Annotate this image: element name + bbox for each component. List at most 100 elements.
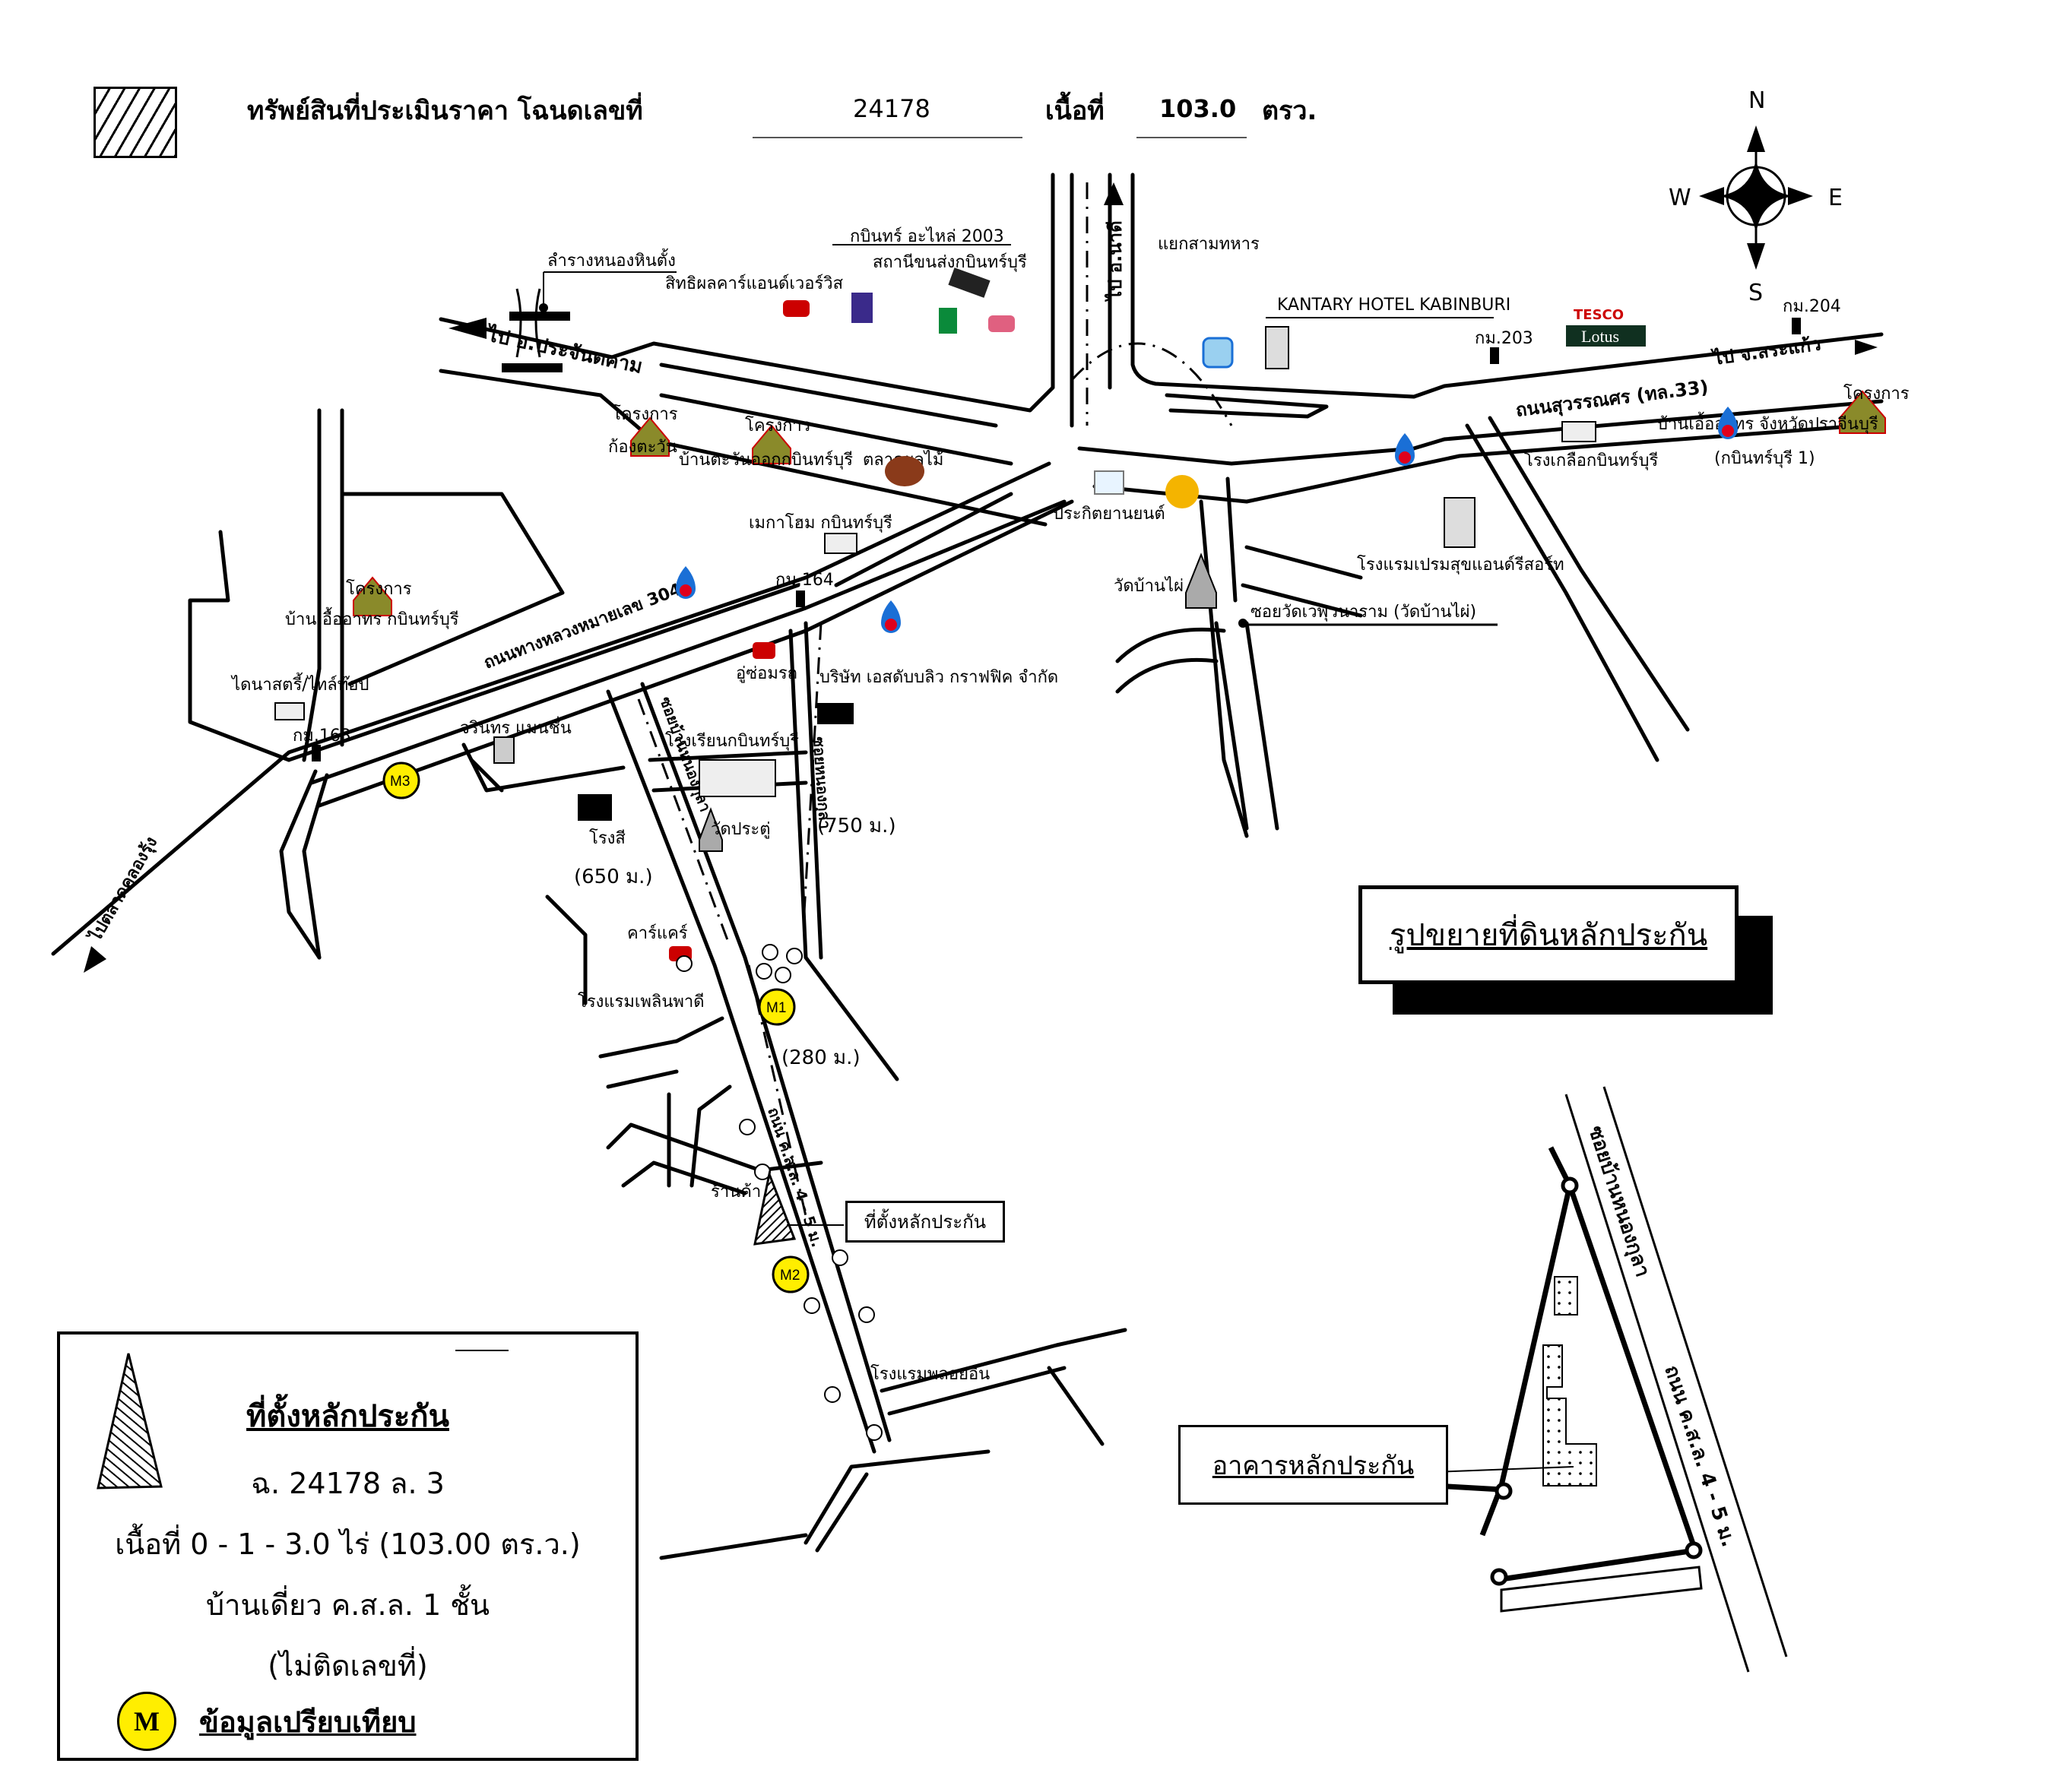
km-post-204: กม.204 — [1783, 297, 1841, 316]
compass-s-label: S — [1748, 280, 1763, 306]
km-post-203: กม.203 — [1475, 329, 1533, 348]
hatch-legend-icon — [94, 87, 177, 158]
km-post-163: กม.163 — [293, 727, 351, 746]
distance-280: (280 ม.) — [781, 1046, 861, 1069]
place-megahome: เมกาโฮม กบินทร์บุรี — [749, 513, 892, 533]
zoomed-plot-diagram: ซอยบ้านหนองกุลา ถนน ค.ส.ล. 4 - 5 ม. — [1432, 1086, 1788, 1673]
project-west-label-2: บ้านเอื้ออาทร กบินทร์บุรี — [285, 607, 459, 629]
project-ban-tawan-label-1: โครงการ — [745, 416, 811, 435]
svg-text:M1: M1 — [766, 1000, 786, 1016]
place-garage: อู่ซ่อมรถ — [736, 664, 797, 683]
place-yaek-sam-thahan: แยกสามทหาร — [1158, 235, 1260, 254]
hotel-building-icon — [1444, 497, 1476, 548]
area-underline — [1136, 137, 1247, 138]
road-network — [51, 173, 1884, 1560]
building-callout: อาคารหลักประกัน — [1178, 1425, 1448, 1505]
compass-n-label: N — [1748, 87, 1765, 114]
place-paint-factory: โรงสี — [589, 828, 626, 848]
place-sw-graphic: บริษัท เอสดับบลิว กราฟฟิค จำกัด — [819, 668, 1058, 687]
bridge-icon — [502, 288, 570, 372]
svg-text:M2: M2 — [780, 1268, 800, 1284]
legend-comparison-label: ข้อมูลเปรียบเทียบ — [199, 1705, 417, 1739]
marker-m3: M3 — [382, 761, 420, 799]
arrow-southwest-icon — [84, 946, 106, 973]
place-ice-factory: โรงเกลือกบินทร์บุรี — [1524, 451, 1659, 470]
compass: N S W E — [1669, 87, 1843, 306]
east-arrow-icon — [1788, 187, 1813, 205]
road-label-khlong-rung: ไปตลาดคลองรุ้ง — [84, 833, 162, 946]
project-west-label-1: โครงการ — [346, 579, 412, 599]
project-kong-tawan-label-1: โครงการ — [612, 404, 678, 424]
place-school: โรงเรียนกบินทร์บุรี — [665, 731, 799, 751]
deed-number: 24178 — [853, 94, 930, 123]
route-lines — [637, 182, 1233, 1217]
marker-m2: M2 — [772, 1255, 810, 1293]
tesco-logo: TESCO — [1574, 307, 1624, 323]
km-post-icon — [796, 590, 805, 607]
place-kantary: KANTARY HOTEL KABINBURI — [1277, 296, 1510, 315]
car-repair-icon — [753, 642, 775, 659]
arrow-east-icon — [1855, 340, 1878, 355]
project-kong-tawan-label-2: ก้องตะวัน — [608, 438, 677, 457]
project-east-label-2: บ้านเอื้ออาทร จังหวัดปราจีนบุรี — [1657, 412, 1878, 434]
store-icon — [824, 533, 857, 554]
housing-project-icon — [752, 424, 791, 464]
arrow-west-icon — [449, 318, 487, 339]
bank-krungsri-icon — [1165, 475, 1199, 508]
bank-icon — [1202, 337, 1234, 369]
building-footprint — [1542, 1344, 1597, 1486]
housing-project-icon — [1839, 390, 1886, 434]
legend-address: (ไม่ติดเลขที่) — [268, 1649, 428, 1683]
project-ban-tawan-label-2: บ้านตะวันออกกบินทร์บุรี — [679, 451, 853, 470]
temple-icon — [699, 807, 723, 852]
place-prakit-motor: ประกิตยานยนต์ — [1053, 505, 1165, 524]
south-arrow-icon — [1747, 243, 1765, 270]
deed-underline — [753, 137, 1022, 138]
zoom-diagram-title: รูปขยายที่ดินหลักประกัน — [1358, 885, 1739, 984]
west-arrow-icon — [1699, 187, 1724, 205]
header-title: ทรัพย์สินที่ประเมินราคา โฉนดเลขที่ — [247, 96, 643, 126]
place-bus-station: สถานีขนส่งกบินทร์บุรี — [873, 253, 1027, 272]
gas-station-icon — [676, 566, 696, 599]
area-value: 103.0 — [1159, 94, 1237, 123]
svg-text:M3: M3 — [390, 774, 410, 790]
collateral-callout: ที่ตั้งหลักประกัน — [845, 1201, 1005, 1243]
apartment-icon — [493, 736, 515, 764]
place-wat-pratu: วัดประตู่ — [711, 820, 771, 839]
place-ploy-hotel: โรงแรมพลอยอิน — [870, 1364, 990, 1384]
north-arrow-icon — [1747, 125, 1765, 152]
legend-building: บ้านเดี่ยว ค.ส.ล. 1 ชั้น — [205, 1588, 490, 1622]
arrow-north-icon — [1104, 182, 1124, 205]
place-kabin-parts: กบินทร์ อะไหล่ 2003 — [850, 226, 1004, 246]
bank-kbank-icon — [939, 308, 957, 334]
km-post-164: กม.164 — [775, 571, 834, 590]
place-prem-hotel: โรงแรมเปรมสุขแอนด์รีสอร์ท — [1357, 555, 1564, 575]
road-label-nadi: ไป อ.นาดี — [1104, 220, 1126, 302]
tree-icons — [676, 944, 883, 1441]
factory-icon — [578, 794, 612, 821]
collateral-legend-icon — [97, 1353, 163, 1490]
gas-station-icon — [1718, 407, 1738, 439]
km-post-icon — [1490, 347, 1499, 364]
distance-750: (750 ม.) — [817, 815, 896, 837]
legend-title: ที่ตั้งหลักประกัน — [246, 1399, 449, 1434]
school-building-icon — [699, 759, 776, 797]
place-plearn-hotel: โรงแรมเพลินพาดี — [578, 992, 705, 1012]
collateral-plot — [753, 1170, 797, 1246]
comparison-marker-icon: M — [117, 1692, 176, 1751]
fruit-basket-icon — [885, 456, 924, 486]
place-jarinthon: จรินทร แมนชั่น — [460, 716, 572, 738]
factory-icon — [817, 703, 854, 724]
factory-building-icon — [1561, 421, 1596, 442]
housing-project-icon — [353, 576, 392, 616]
place-car-care: คาร์แคร์ — [627, 924, 688, 943]
gas-station-icon — [1395, 433, 1415, 466]
place-shop: ร้านค้า — [711, 1183, 761, 1202]
km-post-icon — [312, 745, 321, 761]
legend-deed: ฉ. 24178 ล. 3 — [251, 1467, 445, 1500]
gas-station-icon — [881, 600, 901, 633]
legend-area: เนื้อที่ 0 - 1 - 3.0 ไร่ (103.00 ตร.ว.) — [115, 1528, 581, 1561]
km-post-icon — [1792, 318, 1801, 334]
housing-project-icon — [630, 416, 670, 457]
